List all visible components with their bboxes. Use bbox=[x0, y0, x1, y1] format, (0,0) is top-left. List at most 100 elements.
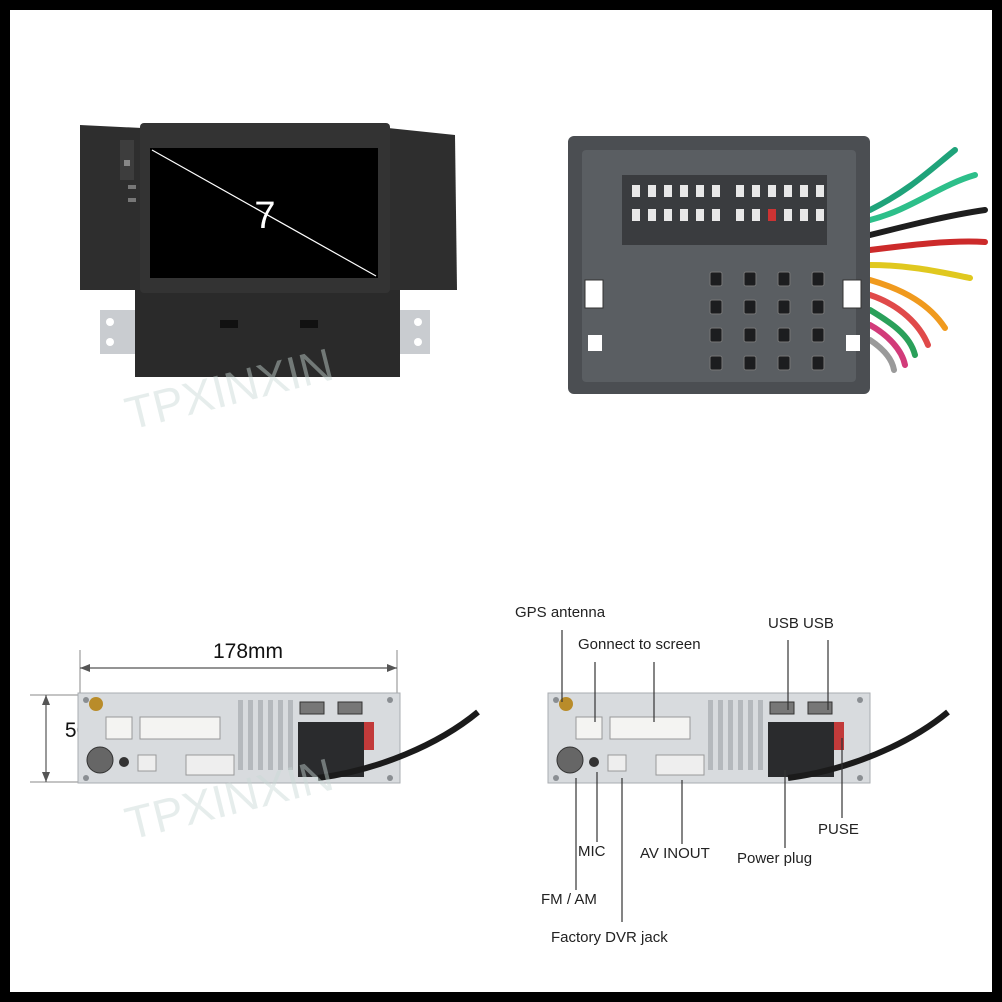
mount-bracket-right bbox=[400, 310, 430, 354]
mic-label: MIC bbox=[578, 843, 606, 860]
power-cable bbox=[317, 709, 480, 781]
connector-pin bbox=[648, 185, 656, 197]
vent-slot bbox=[748, 700, 753, 770]
right-wing bbox=[388, 128, 457, 290]
rear-panel-ports: GPS antenna Gonnect to screen USB USB PU… bbox=[515, 604, 950, 946]
usb-port bbox=[807, 701, 833, 715]
screw bbox=[553, 697, 559, 703]
connector-pin bbox=[784, 209, 792, 221]
usb-label: USB USB bbox=[768, 615, 834, 632]
fm-am-label: FM / AM bbox=[541, 891, 597, 908]
connector-pin bbox=[680, 209, 688, 221]
connector-pin bbox=[777, 271, 791, 287]
power-plug bbox=[298, 722, 364, 777]
connector-pin bbox=[743, 327, 757, 343]
connector-pin bbox=[816, 185, 824, 197]
screen-socket bbox=[609, 716, 691, 740]
connector-pin bbox=[816, 209, 824, 221]
connector-pin bbox=[709, 327, 723, 343]
connector-pin bbox=[680, 185, 688, 197]
connector-pin bbox=[752, 209, 760, 221]
connector-pin bbox=[811, 327, 825, 343]
usb-port bbox=[337, 701, 363, 715]
gps-antenna-label: GPS antenna bbox=[515, 604, 606, 621]
vent-slot bbox=[738, 700, 743, 770]
connector-pin bbox=[664, 209, 672, 221]
connector-pin bbox=[632, 209, 640, 221]
connector-pin bbox=[777, 327, 791, 343]
width-label: 178mm bbox=[213, 640, 283, 663]
screw bbox=[857, 775, 863, 781]
av-socket bbox=[185, 754, 235, 776]
connect-screen-label: Gonnect to screen bbox=[578, 636, 701, 653]
pin-block-upper bbox=[622, 175, 827, 245]
power-cable bbox=[787, 709, 950, 781]
vent-slot bbox=[258, 700, 263, 770]
usb-port bbox=[769, 701, 795, 715]
screw bbox=[553, 775, 559, 781]
vent-slot bbox=[238, 700, 243, 770]
connector-pin bbox=[736, 209, 744, 221]
connector-pin bbox=[768, 185, 776, 197]
fuse-label: PUSE bbox=[818, 821, 859, 838]
connector-pin bbox=[743, 271, 757, 287]
av-socket bbox=[655, 754, 705, 776]
lower-pins bbox=[709, 271, 825, 371]
chassis-box bbox=[135, 285, 400, 377]
fuse bbox=[364, 722, 374, 750]
vent-slot bbox=[728, 700, 733, 770]
vent-slot bbox=[268, 700, 273, 770]
diagonal-line bbox=[151, 149, 377, 277]
connector-pin bbox=[709, 271, 723, 287]
connector-pin bbox=[743, 355, 757, 371]
gps-connector bbox=[89, 697, 103, 711]
screen-socket bbox=[139, 716, 221, 740]
power-plug-label: Power plug bbox=[737, 850, 812, 867]
connector-pin bbox=[736, 185, 744, 197]
fuse bbox=[834, 722, 844, 750]
mic-jack bbox=[119, 757, 129, 767]
harness-socket bbox=[575, 716, 603, 740]
vent-slot bbox=[718, 700, 723, 770]
connector-pin bbox=[752, 185, 760, 197]
screw bbox=[387, 775, 393, 781]
rear-panel-dimensions: 178mm 50mm bbox=[30, 640, 480, 784]
connector-pin bbox=[743, 299, 757, 315]
screw bbox=[83, 697, 89, 703]
connector-pin bbox=[800, 185, 808, 197]
leader-lines bbox=[561, 630, 843, 922]
fm-am-jack bbox=[556, 746, 584, 774]
mic-jack bbox=[589, 757, 599, 767]
connector-pin bbox=[709, 355, 723, 371]
harness-connector bbox=[568, 136, 988, 394]
connector-pin bbox=[664, 185, 672, 197]
mount-bracket-left bbox=[100, 310, 135, 354]
rear-panel-left bbox=[77, 692, 480, 784]
screw bbox=[387, 697, 393, 703]
dvr-jack bbox=[137, 754, 157, 772]
screw bbox=[83, 775, 89, 781]
connector-pin bbox=[768, 209, 776, 221]
connector-pin bbox=[712, 209, 720, 221]
connector-pin bbox=[811, 271, 825, 287]
power-plug bbox=[768, 722, 834, 777]
connector-pin bbox=[784, 185, 792, 197]
vent-slot bbox=[758, 700, 763, 770]
usb-port bbox=[299, 701, 325, 715]
screw bbox=[857, 697, 863, 703]
connector-pin bbox=[709, 299, 723, 315]
rear-panel-right bbox=[547, 692, 950, 784]
connector-pin bbox=[811, 299, 825, 315]
vent-slot bbox=[288, 700, 293, 770]
screen-size-label: 7 bbox=[254, 195, 275, 237]
gps-connector bbox=[559, 697, 573, 711]
wire-bundle bbox=[867, 147, 988, 373]
head-unit-front: 7 bbox=[80, 123, 457, 377]
vent-slot bbox=[708, 700, 713, 770]
connector-pin bbox=[800, 209, 808, 221]
connector-pin bbox=[648, 209, 656, 221]
connector-pin bbox=[696, 185, 704, 197]
product-illustration: 7 bbox=[30, 123, 988, 946]
connector-pin bbox=[712, 185, 720, 197]
vent-slot bbox=[278, 700, 283, 770]
